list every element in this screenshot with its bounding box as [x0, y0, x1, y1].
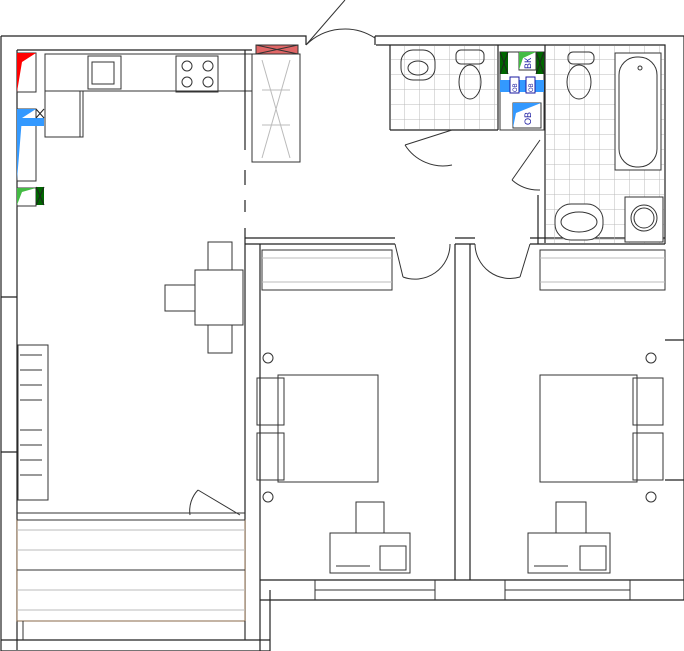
kitchen-counter: [44, 53, 253, 138]
entrance-door[interactable]: [305, 0, 376, 46]
dining-table: [164, 241, 244, 354]
balcony-door[interactable]: [189, 489, 241, 516]
wc-room: [391, 46, 497, 129]
balcony: [16, 512, 246, 640]
hallway-wardrobe: [251, 44, 301, 163]
cooktop: [175, 55, 219, 93]
kitchen-sink: [87, 55, 122, 90]
vk-label: ВК: [523, 57, 533, 69]
bathroom-door[interactable]: [511, 139, 541, 191]
hot-water-riser: [16, 52, 37, 93]
bathroom: [546, 46, 664, 243]
bedroom-1-bed: [256, 352, 379, 503]
bedroom-2-wardrobe: [539, 249, 666, 291]
living-radiators: [17, 344, 49, 501]
heating-riser-kitchen: [16, 108, 45, 182]
windows: [314, 580, 631, 600]
ov-label-1: ОВ: [513, 83, 519, 92]
ov-label-2: ОВ: [529, 83, 535, 92]
bedroom-2-bed: [539, 352, 664, 503]
bedroom-2-door[interactable]: [474, 243, 531, 279]
bedroom-2-desk: [527, 501, 611, 574]
riser-shaft: ВК ОВ ОВ ОВ: [499, 51, 545, 131]
bedroom-1-desk: [329, 501, 411, 574]
bedroom-1-door[interactable]: [394, 243, 451, 280]
ov-label-3: ОВ: [523, 112, 533, 125]
bedroom-1-wardrobe: [261, 249, 393, 291]
water-riser-kitchen: [16, 186, 45, 207]
wc-door[interactable]: [404, 129, 453, 167]
